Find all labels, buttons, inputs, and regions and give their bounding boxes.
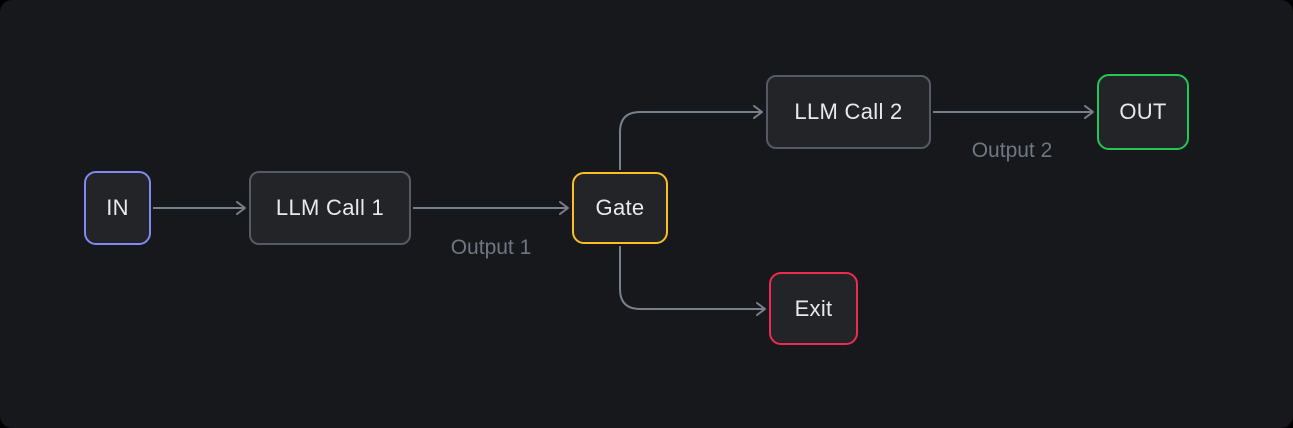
node-out[interactable]: OUT bbox=[1097, 74, 1189, 150]
node-exit-label: Exit bbox=[794, 295, 833, 321]
node-llm-call-1[interactable]: LLM Call 1 bbox=[249, 171, 411, 245]
edge-gate-to-llm2 bbox=[619, 105, 763, 170]
edge-label-output-2: Output 2 bbox=[971, 139, 1053, 162]
node-in-label: IN bbox=[106, 195, 129, 220]
node-exit[interactable]: Exit bbox=[769, 272, 858, 345]
node-llm-call-2[interactable]: LLM Call 2 bbox=[766, 75, 931, 149]
node-llm-call-2-label: LLM Call 2 bbox=[794, 99, 903, 124]
node-llm-call-1-label: LLM Call 1 bbox=[275, 195, 385, 220]
node-gate[interactable]: Gate bbox=[572, 172, 668, 244]
edge-label-output-1: Output 1 bbox=[450, 236, 532, 259]
edge-gate-to-exit bbox=[619, 246, 766, 316]
node-out-label: OUT bbox=[1119, 99, 1167, 124]
node-in[interactable]: IN bbox=[84, 171, 151, 245]
node-gate-label: Gate bbox=[595, 195, 645, 220]
